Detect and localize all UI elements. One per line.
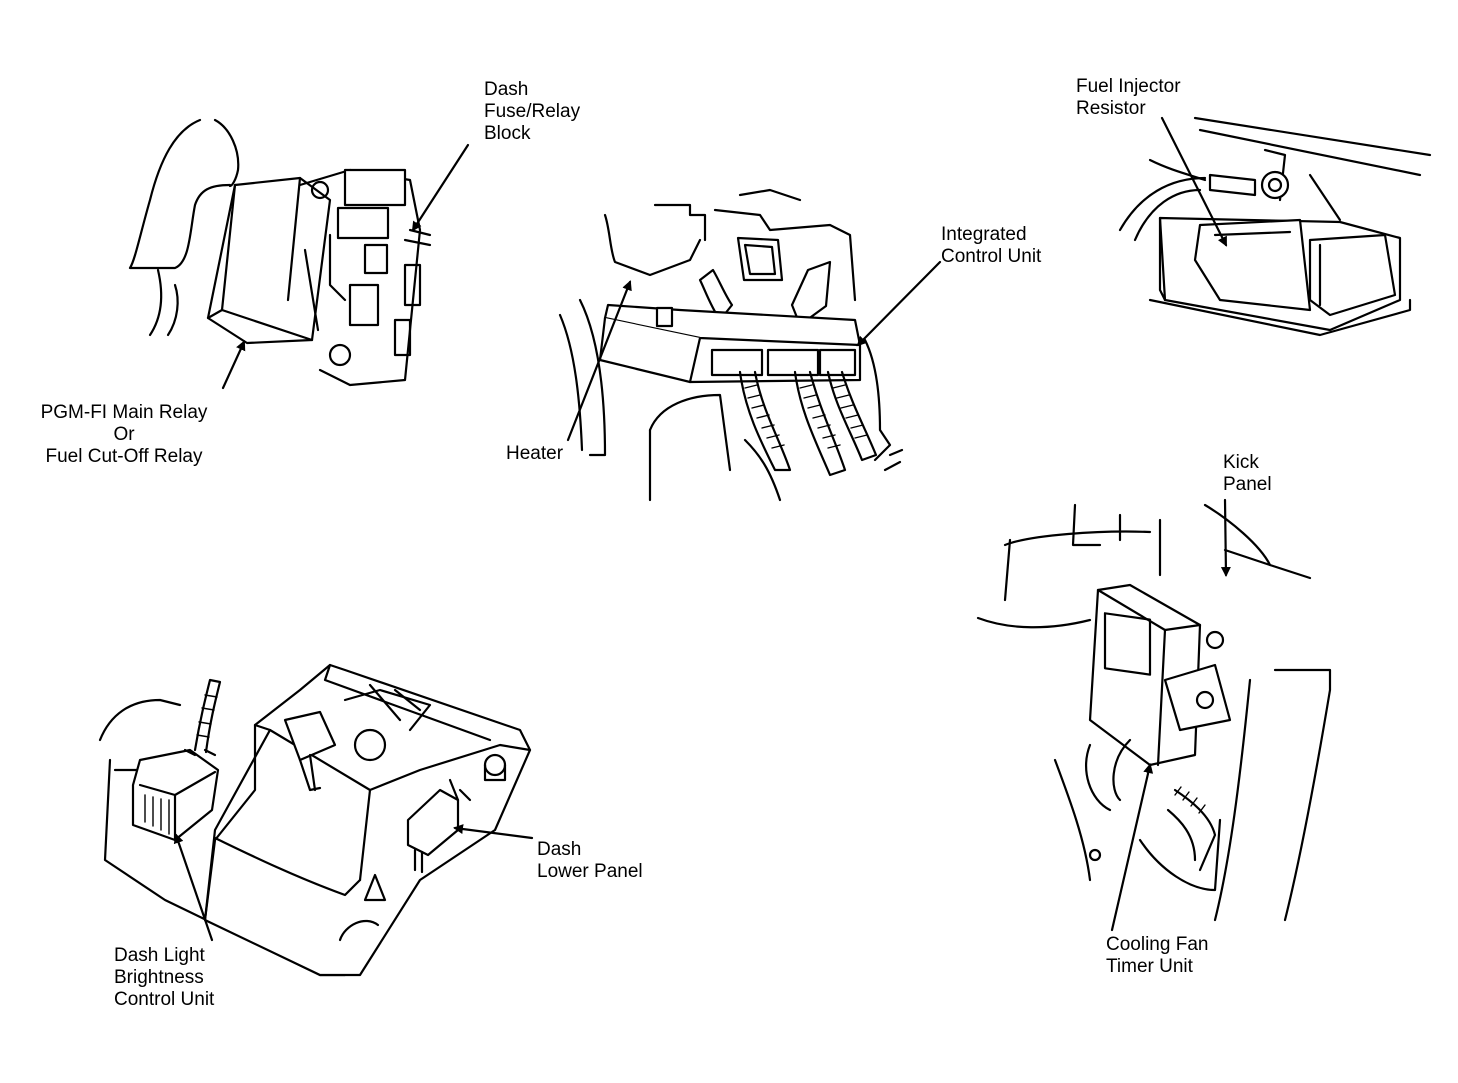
heater-leader	[566, 280, 632, 442]
fuse-block-leader	[411, 143, 470, 232]
integrated-control-unit-leader	[856, 260, 942, 347]
cooling-fan-timer-illustration	[976, 503, 1332, 922]
fuel-injector-resistor-label: Fuel Injector Resistor	[1076, 76, 1181, 119]
cooling-fan-timer-unit-label: Cooling Fan Timer Unit	[1106, 934, 1209, 977]
dash-fuse-relay-block-label: Dash Fuse/Relay Block	[484, 79, 581, 144]
kick-panel-leader	[1220, 498, 1231, 577]
dash-light-brightness-control-unit-label: Dash Light Brightness Control Unit	[114, 945, 215, 1010]
dash-lower-panel-label: Dash Lower Panel	[537, 839, 643, 882]
fuse-relay-block-illustration	[128, 118, 432, 387]
kick-panel-label: Kick Panel	[1223, 452, 1272, 495]
fuel-injector-resistor-leader	[1160, 116, 1228, 247]
fuel-injector-resistor-illustration	[1118, 116, 1432, 337]
integrated-control-unit-illustration	[558, 188, 904, 502]
dash-lower-panel-leader	[453, 824, 534, 840]
dash-lower-panel-illustration	[98, 663, 532, 977]
cooling-fan-timer-leader	[1110, 763, 1154, 932]
brightness-unit-leader	[173, 833, 214, 942]
pgm-fi-main-relay-label: PGM-FI Main Relay Or Fuel Cut-Off Relay	[40, 402, 208, 467]
main-relay-leader	[221, 340, 246, 390]
integrated-control-unit-label: Integrated Control Unit	[941, 224, 1042, 267]
heater-label: Heater	[506, 443, 564, 464]
